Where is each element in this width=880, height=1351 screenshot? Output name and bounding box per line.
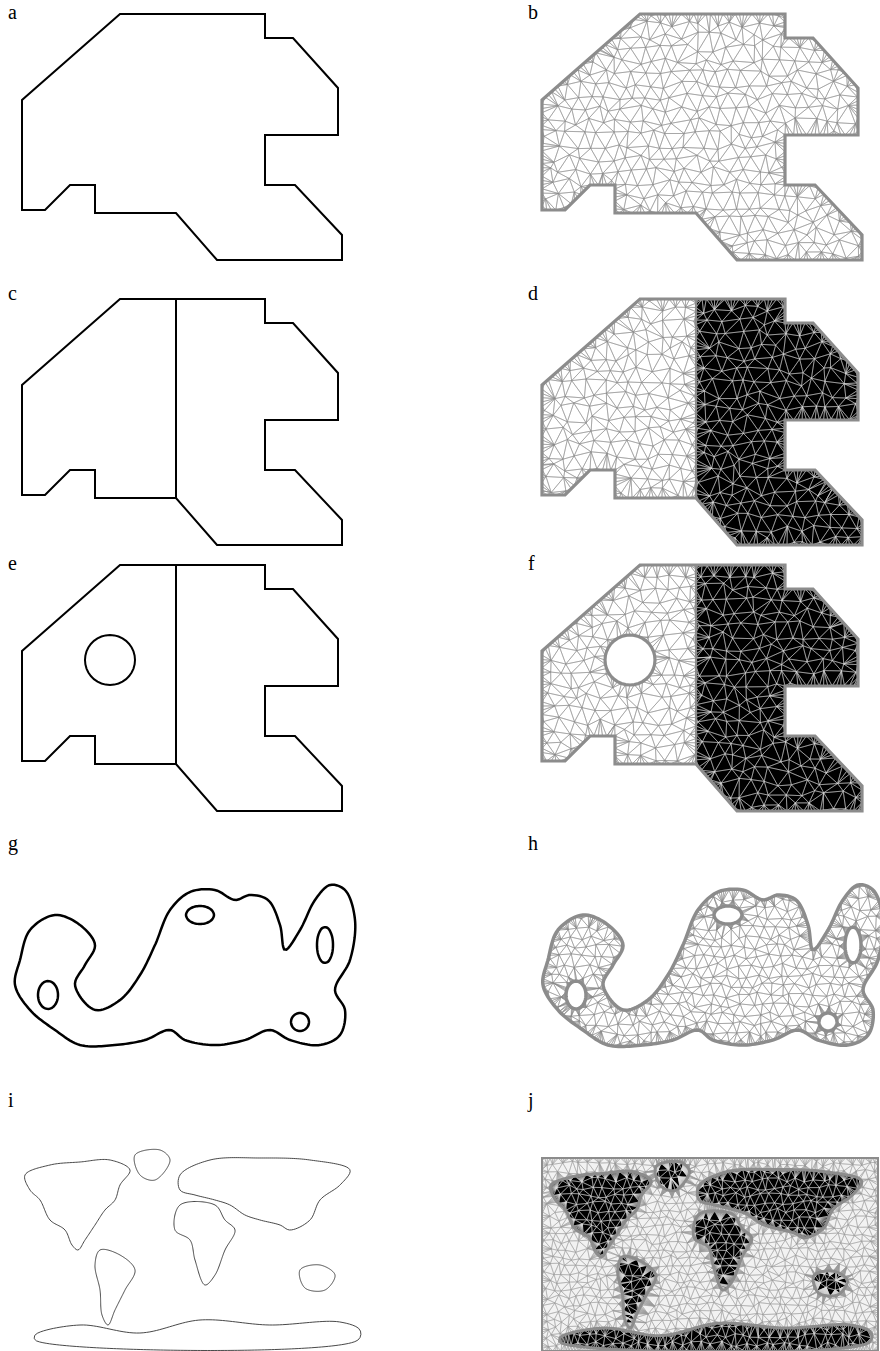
panel-figure bbox=[15, 885, 356, 1047]
mesh-triangles bbox=[542, 14, 862, 260]
panel-label: g bbox=[8, 833, 18, 853]
domain-outline bbox=[85, 635, 135, 685]
domain-outline bbox=[550, 1171, 651, 1257]
domain-outline bbox=[22, 14, 342, 260]
mesh-triangles bbox=[542, 565, 696, 764]
panel-figure bbox=[542, 14, 862, 260]
domain-outline bbox=[566, 981, 586, 1009]
domain-outline bbox=[15, 885, 356, 1047]
panel-label: a bbox=[8, 2, 17, 22]
domain-outline bbox=[542, 565, 862, 811]
domain-outline bbox=[317, 927, 333, 962]
mesh-triangles bbox=[696, 299, 862, 545]
domain-outline bbox=[543, 885, 880, 1047]
world-outline bbox=[25, 1149, 361, 1350]
domain-outline bbox=[714, 906, 742, 924]
domain-outline bbox=[291, 1013, 309, 1031]
mesh-triangles bbox=[542, 299, 696, 498]
panel-figure bbox=[22, 14, 342, 260]
domain-outline bbox=[542, 1158, 878, 1351]
domain-outline bbox=[542, 14, 862, 260]
panel-figure bbox=[22, 299, 342, 545]
domain-outline bbox=[695, 565, 697, 764]
domain-outline bbox=[22, 565, 342, 811]
domain-outline bbox=[175, 565, 177, 764]
domain-outline bbox=[299, 1265, 335, 1292]
panel-figure bbox=[542, 565, 862, 811]
panel-figure bbox=[22, 565, 342, 811]
domain-outline bbox=[560, 1323, 873, 1351]
panel-label: d bbox=[528, 283, 538, 303]
domain-outline bbox=[134, 1149, 170, 1180]
domain-outline bbox=[25, 1159, 130, 1250]
domain-outline bbox=[186, 906, 214, 924]
panel-label: j bbox=[528, 1090, 534, 1110]
panel-figure bbox=[542, 299, 862, 545]
domain-outline bbox=[695, 299, 697, 498]
domain-outline bbox=[605, 635, 655, 685]
domain-outline bbox=[38, 981, 58, 1009]
panel-label: e bbox=[8, 553, 17, 573]
domain-outline bbox=[693, 1211, 751, 1290]
domain-outline bbox=[542, 299, 862, 545]
domain-outline bbox=[174, 1201, 235, 1285]
panel-figure bbox=[543, 885, 880, 1047]
domain-outline bbox=[618, 1256, 656, 1328]
panel-label: b bbox=[528, 2, 538, 22]
domain-outline bbox=[178, 1158, 350, 1230]
domain-outline bbox=[697, 1169, 862, 1238]
panel-label: c bbox=[8, 283, 17, 303]
domain-outline bbox=[95, 1249, 135, 1325]
domain-outline bbox=[655, 1161, 689, 1190]
panel-label: i bbox=[8, 1090, 14, 1110]
panel-label: f bbox=[528, 553, 535, 573]
domain-outline bbox=[813, 1271, 847, 1296]
mesh-triangles bbox=[696, 565, 862, 811]
domain-outline bbox=[819, 1013, 837, 1031]
mesh-triangles bbox=[542, 1158, 878, 1351]
domain-outline bbox=[34, 1320, 361, 1351]
mesh-triangles bbox=[543, 885, 880, 1047]
world-mesh bbox=[542, 1158, 878, 1351]
panel-label: h bbox=[528, 833, 538, 853]
domain-outline bbox=[22, 299, 342, 545]
domain-outline bbox=[845, 927, 861, 962]
domain-outline bbox=[175, 299, 177, 498]
